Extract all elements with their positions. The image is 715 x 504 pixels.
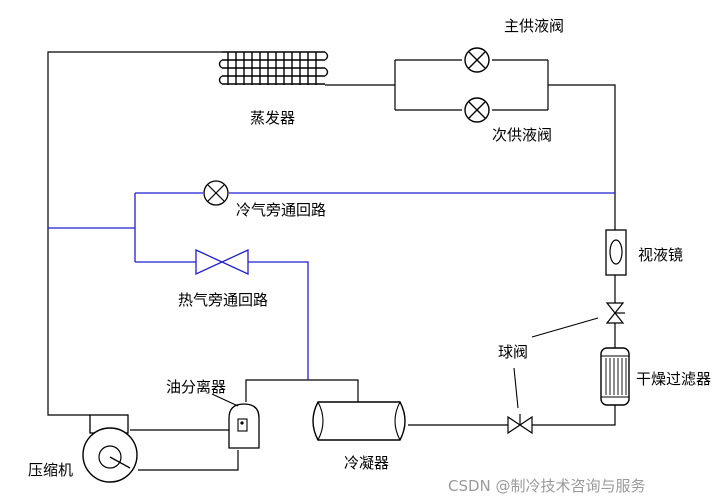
label-dryer-filter: 干燥过滤器: [636, 370, 711, 388]
label-oil-separator: 油分离器: [166, 378, 226, 396]
upper-ball-valve-icon: [605, 302, 625, 324]
oil-separator-icon: [228, 403, 260, 449]
cold-gas-bypass-valve-icon: [203, 180, 229, 206]
main-piping: [47, 51, 616, 471]
bypass-piping: [48, 192, 615, 380]
label-compressor: 压缩机: [28, 461, 73, 479]
hot-gas-bypass-valve-icon: [195, 248, 249, 276]
label-hot-gas-bypass: 热气旁通回路: [178, 291, 268, 309]
label-sight-glass: 视液镜: [638, 246, 683, 264]
label-ball-valve: 球阀: [498, 343, 528, 361]
watermark: CSDN @制冷技术咨询与服务: [448, 477, 646, 495]
label-evaporator: 蒸发器: [250, 109, 295, 127]
secondary-liquid-valve-icon: [464, 97, 490, 123]
label-main-liquid-valve: 主供液阀: [504, 17, 564, 35]
lower-ball-valve-icon: [507, 414, 533, 435]
dryer-filter-icon: [600, 347, 630, 406]
label-secondary-liquid-valve: 次供液阀: [492, 126, 552, 144]
main-liquid-valve-icon: [464, 47, 490, 73]
condenser-icon: [312, 401, 406, 441]
evaporator: [218, 51, 329, 85]
label-cold-gas-bypass: 冷气旁通回路: [236, 201, 326, 219]
compressor-icon: [82, 414, 138, 483]
label-condenser: 冷凝器: [344, 454, 389, 472]
leader-lines: [211, 317, 599, 409]
sight-glass-icon: [605, 229, 627, 276]
